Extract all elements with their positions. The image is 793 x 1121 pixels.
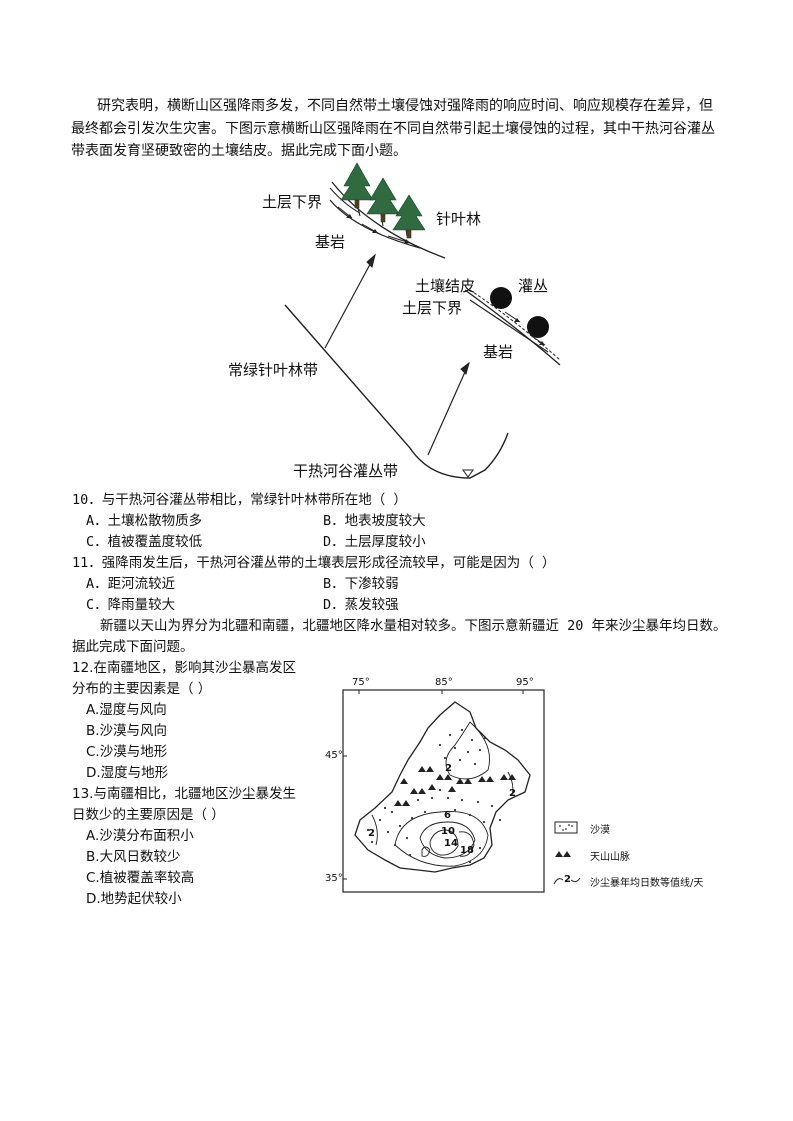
erosion-diagram [284,162,561,479]
q12-option-a[interactable]: A.湿度与风向 [86,702,167,718]
intro2-line-1: 新疆以天山为界分为北疆和南疆，北疆地区降水量相对较多。下图示意新疆近 20 年来… [100,618,727,634]
map-lon-85: 85° [435,677,453,688]
isoline-label-2a: 2 [445,763,452,774]
label-bedrock-1: 基岩 [315,233,346,251]
q11-option-a[interactable]: A．距河流较近 [86,576,176,592]
intro-line-2: 最终都会引发次生灾害。下图示意横断山区强降雨在不同自然带引起土壤侵蚀的过程，其中… [71,121,715,137]
q13-option-d[interactable]: D.地势起伏较小 [86,891,182,907]
map-lon-95: 95° [516,677,534,688]
q10-option-c[interactable]: C．植被覆盖度较低 [86,534,203,550]
intro2-line-2: 据此完成下面问题。 [72,639,194,655]
q12-option-d[interactable]: D.湿度与地形 [86,765,169,781]
label-dry-hot-belt: 干热河谷灌丛带 [293,462,399,480]
q11-option-c[interactable]: C．降雨量较大 [86,597,176,613]
q12-option-c[interactable]: C.沙漠与地形 [86,744,168,760]
q10-option-d[interactable]: D．土层厚度较小 [323,534,426,550]
map-lat-45: 45° [325,750,343,761]
q12-stem-1: 12.在南疆地区，影响其沙尘暴高发区 [72,660,296,676]
q13-option-a[interactable]: A.沙漠分布面积小 [86,828,194,844]
label-evergreen-belt: 常绿针叶林带 [228,361,319,379]
q13-option-c[interactable]: C.植被覆盖率较高 [86,870,195,886]
label-conifer-forest: 针叶林 [436,210,482,228]
q10-stem: 10．与干热河谷灌丛带相比，常绿针叶林带所在地（ ） [72,492,407,508]
q10-option-b[interactable]: B．地表坡度较大 [323,513,426,529]
label-bedrock-2: 基岩 [483,343,514,361]
xinjiang-map [342,689,581,893]
q13-stem-2: 日数少的主要原因是（ ） [72,807,225,823]
q12-stem-2: 分布的主要因素是（ ） [72,681,212,697]
q11-stem: 11．强降雨发生后，干热河谷灌丛带的土壤表层形成径流较早，可能是因为（ ） [72,555,556,571]
legend-isoline: 沙尘暴年均日数等值线/天 [590,878,704,889]
label-shrub: 灌丛 [518,277,549,295]
legend-desert: 沙漠 [590,825,610,836]
isoline-label-2c: 2 [368,828,375,839]
q13-option-b[interactable]: B.大风日数较少 [86,849,181,865]
isoline-label-2b: 2 [509,788,516,799]
legend-isoline-number: 2 [564,874,571,885]
legend-tianshan: 天山山脉 [590,852,630,863]
isoline-label-6: 6 [444,810,451,821]
intro-line-3: 带表面发育坚硬致密的土壤结皮。据此完成下面小题。 [71,143,407,159]
label-soil-crust: 土壤结皮 [415,277,476,295]
q11-option-b[interactable]: B．下渗较弱 [323,576,399,592]
q12-option-b[interactable]: B.沙漠与风向 [86,723,168,739]
isoline-label-18: 18 [460,845,474,856]
label-soil-lower-2: 土层下界 [402,299,463,317]
isoline-label-10: 10 [441,826,455,837]
q13-stem-1: 13.与南疆相比，北疆地区沙尘暴发生 [72,786,296,802]
q11-option-d[interactable]: D．蒸发较强 [323,597,399,613]
label-soil-lower-1: 土层下界 [262,193,323,211]
map-lon-75: 75° [352,677,370,688]
isoline-label-14: 14 [444,838,458,849]
intro-line-1: 研究表明，横断山区强降雨多发，不同自然带土壤侵蚀对强降雨的响应时间、响应规模存在… [97,98,713,114]
conifer-trees [340,162,426,239]
map-lat-35: 35° [325,873,343,884]
q10-option-a[interactable]: A．土壤松散物质多 [86,513,203,529]
